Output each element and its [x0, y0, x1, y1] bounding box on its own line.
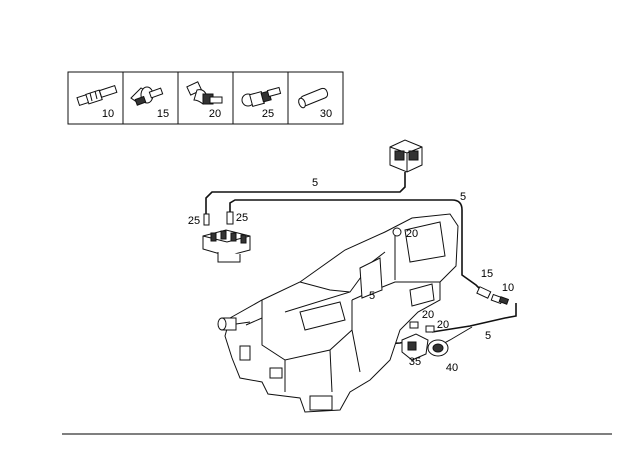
hose-elbow-20-upper — [392, 227, 402, 237]
callout-25-right: 25 — [236, 212, 248, 224]
legend-label-25: 25 — [262, 108, 274, 120]
callout-10: 10 — [502, 282, 514, 294]
callout-20-upper: 20 — [406, 228, 418, 240]
solenoid-valve-group — [202, 211, 251, 263]
callout-35: 35 — [409, 356, 421, 368]
callout-5-right: 5 — [460, 191, 466, 203]
hose-connector-15 — [476, 286, 492, 299]
callout-5-mid: 5 — [369, 290, 375, 302]
callout-25-left: 25 — [188, 215, 200, 227]
climate-control-housing — [217, 213, 459, 413]
callout-20-lower-a: 20 — [422, 309, 434, 321]
callout-20-lower-b: 20 — [437, 319, 449, 331]
callout-40: 40 — [446, 362, 458, 374]
hose-fitting-straight-icon — [76, 85, 118, 106]
callout-15: 15 — [481, 268, 493, 280]
hose-connector-valve-icon — [130, 86, 164, 106]
callout-5-top: 5 — [312, 177, 318, 189]
parts-legend-table: 10 15 20 25 30 — [67, 71, 344, 125]
legend-label-15: 15 — [157, 108, 169, 120]
hose-fitting-10 — [490, 293, 510, 305]
hose-nipple-icon — [241, 86, 282, 107]
callout-5-lower: 5 — [485, 330, 491, 342]
hose-elbow-20-lower — [409, 321, 435, 333]
legend-label-10: 10 — [102, 108, 114, 120]
callout-labels: 5 5 25 25 20 15 10 5 20 20 5 35 40 — [188, 177, 514, 374]
legend-label-20: 20 — [209, 108, 221, 120]
hose-elbow-fitting-icon — [186, 81, 223, 105]
vacuum-valve-block — [389, 139, 423, 173]
vacuum-unit-40 — [427, 339, 449, 357]
legend-label-30: 30 — [320, 108, 332, 120]
switchover-valve-35 — [401, 333, 429, 361]
hose-sleeve-icon — [298, 87, 329, 109]
